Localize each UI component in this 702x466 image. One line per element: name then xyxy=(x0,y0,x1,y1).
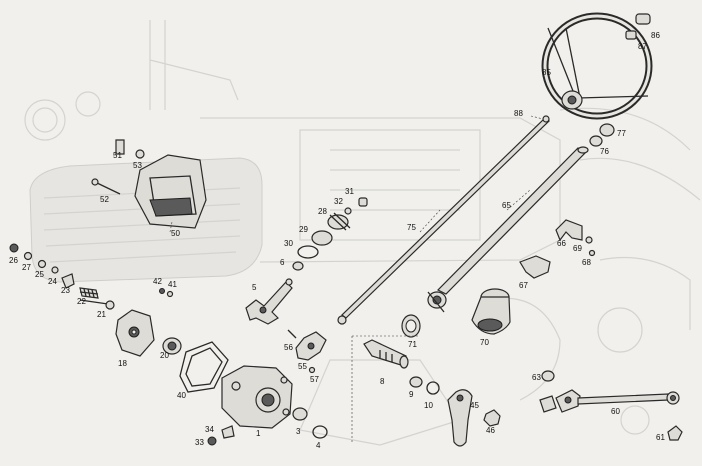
part-label-46: 46 xyxy=(486,426,495,435)
rubber-boot xyxy=(471,288,511,335)
part-label-27: 27 xyxy=(22,263,31,272)
part-label-76: 76 xyxy=(600,147,609,156)
part-label-32: 32 xyxy=(334,197,343,206)
part-label-85: 85 xyxy=(542,68,551,77)
detail-frame xyxy=(351,335,420,444)
part-label-28: 28 xyxy=(318,207,327,216)
part-label-20: 20 xyxy=(160,351,169,360)
nut-46 xyxy=(483,409,501,427)
ball-joint-61 xyxy=(667,425,683,441)
part-label-22: 22 xyxy=(77,297,86,306)
bushing-20 xyxy=(162,337,182,355)
seal-ring xyxy=(401,314,421,338)
universal-joint-5 xyxy=(245,278,293,325)
part-label-57: 57 xyxy=(310,375,319,384)
part-label-24: 24 xyxy=(48,277,57,286)
ghost-background xyxy=(24,20,701,446)
part-label-65: 65 xyxy=(502,201,511,210)
steering-box-cover xyxy=(91,139,207,229)
part-label-51: 51 xyxy=(113,151,122,160)
part-label-53: 53 xyxy=(133,161,142,170)
part-label-1: 1 xyxy=(256,429,261,438)
gasket-40 xyxy=(179,341,229,393)
column-jacket-tube xyxy=(427,146,589,313)
part-label-25: 25 xyxy=(35,270,44,279)
part-label-75: 75 xyxy=(407,223,416,232)
part-label-66: 66 xyxy=(557,239,566,248)
part-label-30: 30 xyxy=(284,239,293,248)
part-label-26: 26 xyxy=(9,256,18,265)
part-label-55: 55 xyxy=(298,362,307,371)
part-label-8: 8 xyxy=(380,377,385,386)
part-label-63: 63 xyxy=(532,373,541,382)
bolt-21 xyxy=(79,299,115,310)
shaft-8 xyxy=(363,339,409,369)
part-label-4: 4 xyxy=(316,441,321,450)
part-number-labels: 86 87 85 88 77 76 65 75 66 69 68 67 51 5… xyxy=(9,31,665,450)
part-label-45: 45 xyxy=(470,401,479,410)
leader-lines xyxy=(169,115,544,233)
part-label-3: 3 xyxy=(296,427,301,436)
horn-cap-parts xyxy=(625,13,651,40)
part-label-60: 60 xyxy=(611,407,620,416)
part-label-31: 31 xyxy=(345,187,354,196)
small-hardware-34-33 xyxy=(207,425,235,446)
part-label-77: 77 xyxy=(617,129,626,138)
part-label-67: 67 xyxy=(519,281,528,290)
part-label-5: 5 xyxy=(252,283,257,292)
part-label-71: 71 xyxy=(408,340,417,349)
column-bracket xyxy=(555,219,596,257)
part-label-41: 41 xyxy=(168,280,177,289)
steering-box-housing xyxy=(221,365,293,429)
part-label-40: 40 xyxy=(177,391,186,400)
worm-shaft-parts xyxy=(292,197,368,271)
universal-joint-56 xyxy=(287,329,327,374)
part-label-86: 86 xyxy=(651,31,660,40)
part-label-61: 61 xyxy=(656,433,665,442)
part-label-9: 9 xyxy=(409,390,414,399)
part-label-56: 56 xyxy=(284,343,293,352)
pitman-arm xyxy=(447,389,473,447)
small-hardware-42-41 xyxy=(159,288,174,298)
part-label-88: 88 xyxy=(514,109,523,118)
part-label-10: 10 xyxy=(424,401,433,410)
column-clamp xyxy=(519,255,551,279)
part-label-50: 50 xyxy=(171,229,180,238)
part-label-34: 34 xyxy=(205,425,214,434)
part-label-69: 69 xyxy=(573,244,582,253)
steering-wheel xyxy=(541,12,653,120)
part-label-23: 23 xyxy=(61,286,70,295)
part-label-29: 29 xyxy=(299,225,308,234)
part-label-42: 42 xyxy=(153,277,162,286)
part-label-18: 18 xyxy=(118,359,127,368)
upper-bearings xyxy=(589,123,615,147)
part-label-70: 70 xyxy=(480,338,489,347)
bushing-3-seal-4 xyxy=(292,407,328,439)
part-label-33: 33 xyxy=(195,438,204,447)
washer-9-seal-10 xyxy=(409,376,440,395)
part-label-52: 52 xyxy=(100,195,109,204)
cover-plate-18 xyxy=(115,309,155,357)
part-label-68: 68 xyxy=(582,258,591,267)
drag-link xyxy=(539,370,680,413)
part-label-21: 21 xyxy=(97,310,106,319)
part-label-87: 87 xyxy=(638,42,647,51)
small-hardware-left xyxy=(9,243,99,299)
part-label-6: 6 xyxy=(280,258,285,267)
